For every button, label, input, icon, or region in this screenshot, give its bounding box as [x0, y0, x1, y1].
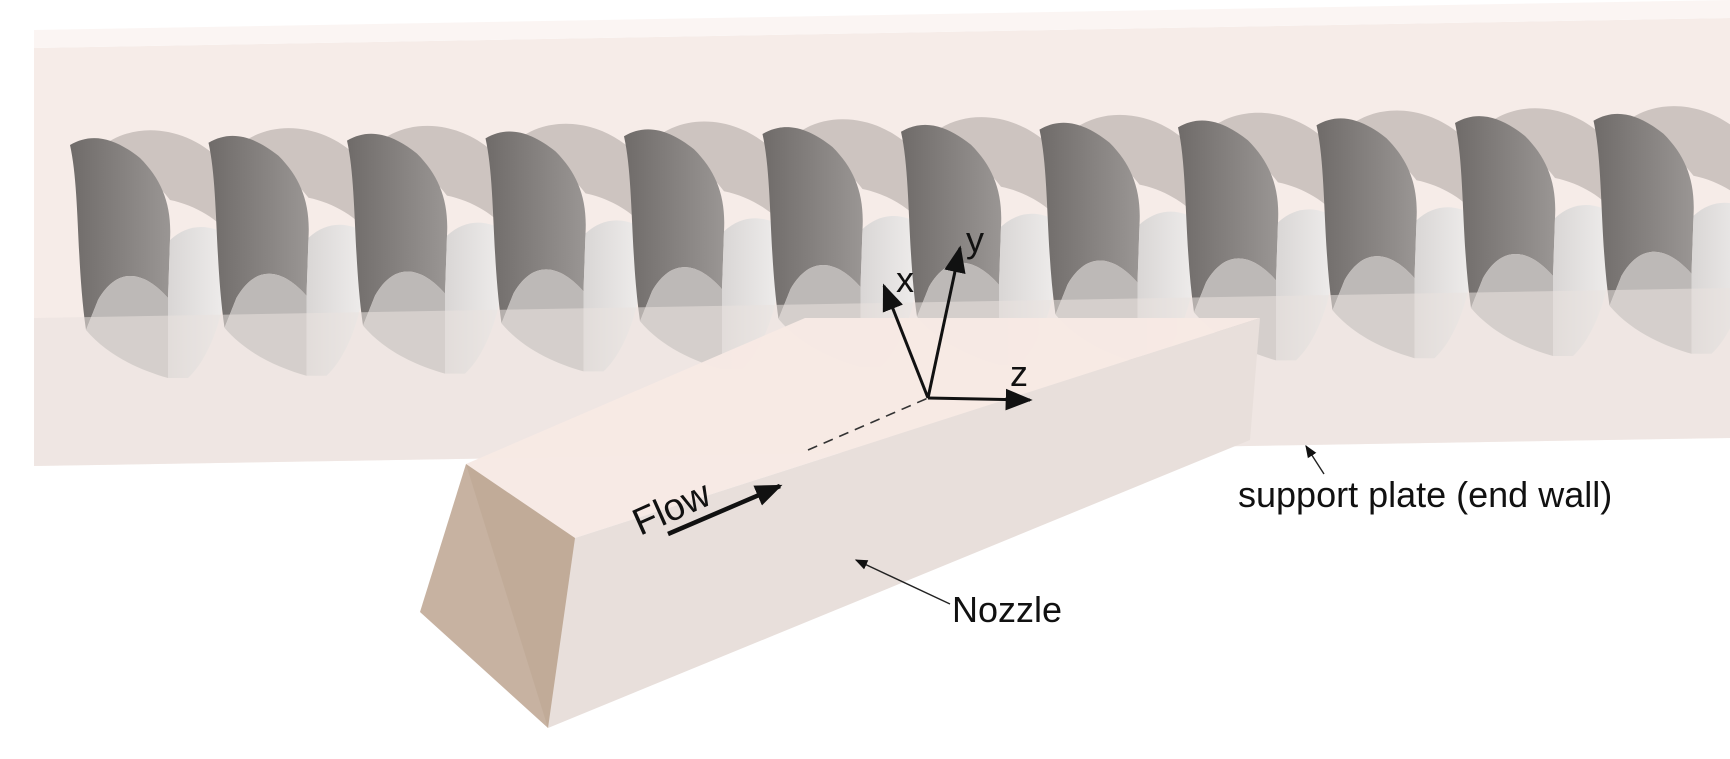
blade-dark-face	[1593, 113, 1694, 306]
axis-label-x: x	[896, 259, 914, 300]
axis-label-z: z	[1010, 353, 1028, 394]
blade-dark-face	[70, 138, 171, 330]
support-plate-top-edge	[34, 0, 1730, 48]
nozzle-side-face	[548, 318, 1260, 728]
nozzle	[420, 318, 1260, 728]
support-plate-leader	[1305, 444, 1325, 475]
blade-dark-face	[624, 129, 725, 322]
nozzle-end-face-shade	[466, 464, 575, 728]
axis-label-y: y	[966, 219, 984, 260]
blade-dark-face	[1455, 116, 1556, 308]
nozzle-label: Nozzle	[952, 589, 1062, 630]
flow-arrow	[667, 483, 783, 537]
blade-dark-face	[1039, 122, 1140, 315]
blade-dark-face	[208, 135, 309, 328]
support-plate-callout: support plate (end wall)	[1238, 444, 1612, 515]
blade-dark-face	[1316, 118, 1417, 311]
nozzle-leader	[854, 559, 951, 605]
coordinate-axes: x y z	[882, 219, 1033, 411]
nozzle-callout: Nozzle	[854, 559, 1062, 630]
blade-dark-face	[1178, 120, 1279, 313]
nozzle-centerline	[807, 397, 929, 451]
turbine-blade	[624, 121, 793, 370]
x-axis-arrow	[882, 283, 930, 399]
nozzle-top-face	[466, 318, 1260, 538]
y-axis-arrow	[926, 245, 966, 399]
z-axis-arrow	[927, 388, 1033, 411]
blade-dark-face	[762, 127, 863, 319]
blade-dark-face	[485, 131, 586, 324]
blade-dark-face	[347, 133, 448, 326]
support-plate-label: support plate (end wall)	[1238, 474, 1612, 515]
blade-dark-face	[901, 124, 1002, 317]
